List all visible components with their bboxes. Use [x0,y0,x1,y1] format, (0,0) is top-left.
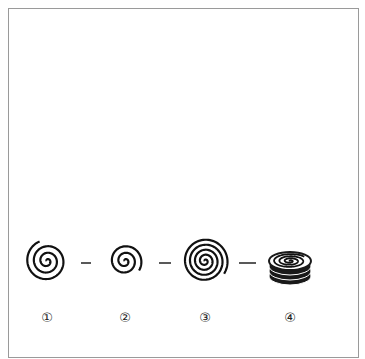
dash-connector [239,262,256,264]
dash-connector [81,262,91,264]
callout-number: ③ [173,310,237,326]
spiral-figure: ① [15,230,79,326]
spiral-illustration [173,230,237,292]
callout-number: ② [93,310,157,326]
spiral-figure: ② [93,230,157,326]
callout-number: ④ [258,310,322,326]
spiral-coil [27,241,63,279]
coil-top [269,252,311,270]
frame-border [9,9,359,358]
spiral-illustration [15,230,79,292]
spiral-figure: ④ [258,230,322,326]
spiral-illustration [258,230,322,292]
spiral-coil [112,246,141,272]
spiral-figure: ③ [173,230,237,326]
callout-number: ① [15,310,79,326]
spiral-illustration [93,230,157,292]
dash-connector [159,262,171,264]
spiral-coil [185,240,228,280]
spiral-coil [274,254,304,267]
